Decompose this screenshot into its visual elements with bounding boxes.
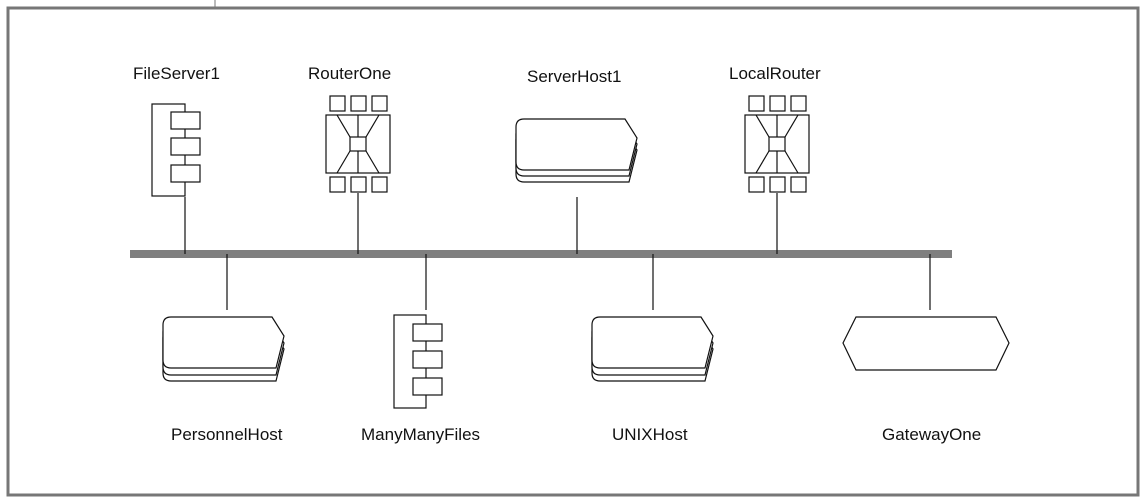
node-label-manymanyfiles: ManyManyFiles [361,425,480,444]
router-icon [325,95,391,193]
node-gatewayone: GatewayOne [842,316,1010,444]
file-server-icon [393,314,443,409]
drop-lines [184,193,931,310]
gateway-icon [842,316,1010,371]
node-label-serverhost1: ServerHost1 [527,67,621,86]
node-label-routerone: RouterOne [308,64,391,83]
host-stack-icon [162,316,285,382]
node-label-gatewayone: GatewayOne [882,425,981,444]
node-localrouter: LocalRouter [729,64,821,193]
node-routerone: RouterOne [308,64,391,193]
node-personnelhost: PersonnelHost [162,316,285,444]
node-unixhost: UNIXHost [591,316,714,444]
node-serverhost1: ServerHost1 [515,67,638,183]
node-label-unixhost: UNIXHost [612,425,688,444]
node-label-fileserver1: FileServer1 [133,64,220,83]
node-label-personnelhost: PersonnelHost [171,425,283,444]
host-stack-icon [515,118,638,183]
router-icon [744,95,810,193]
node-label-localrouter: LocalRouter [729,64,821,83]
node-fileserver1: FileServer1 [133,64,220,197]
node-manymanyfiles: ManyManyFiles [361,314,480,444]
file-server-icon [151,103,201,197]
host-stack-icon [591,316,714,382]
